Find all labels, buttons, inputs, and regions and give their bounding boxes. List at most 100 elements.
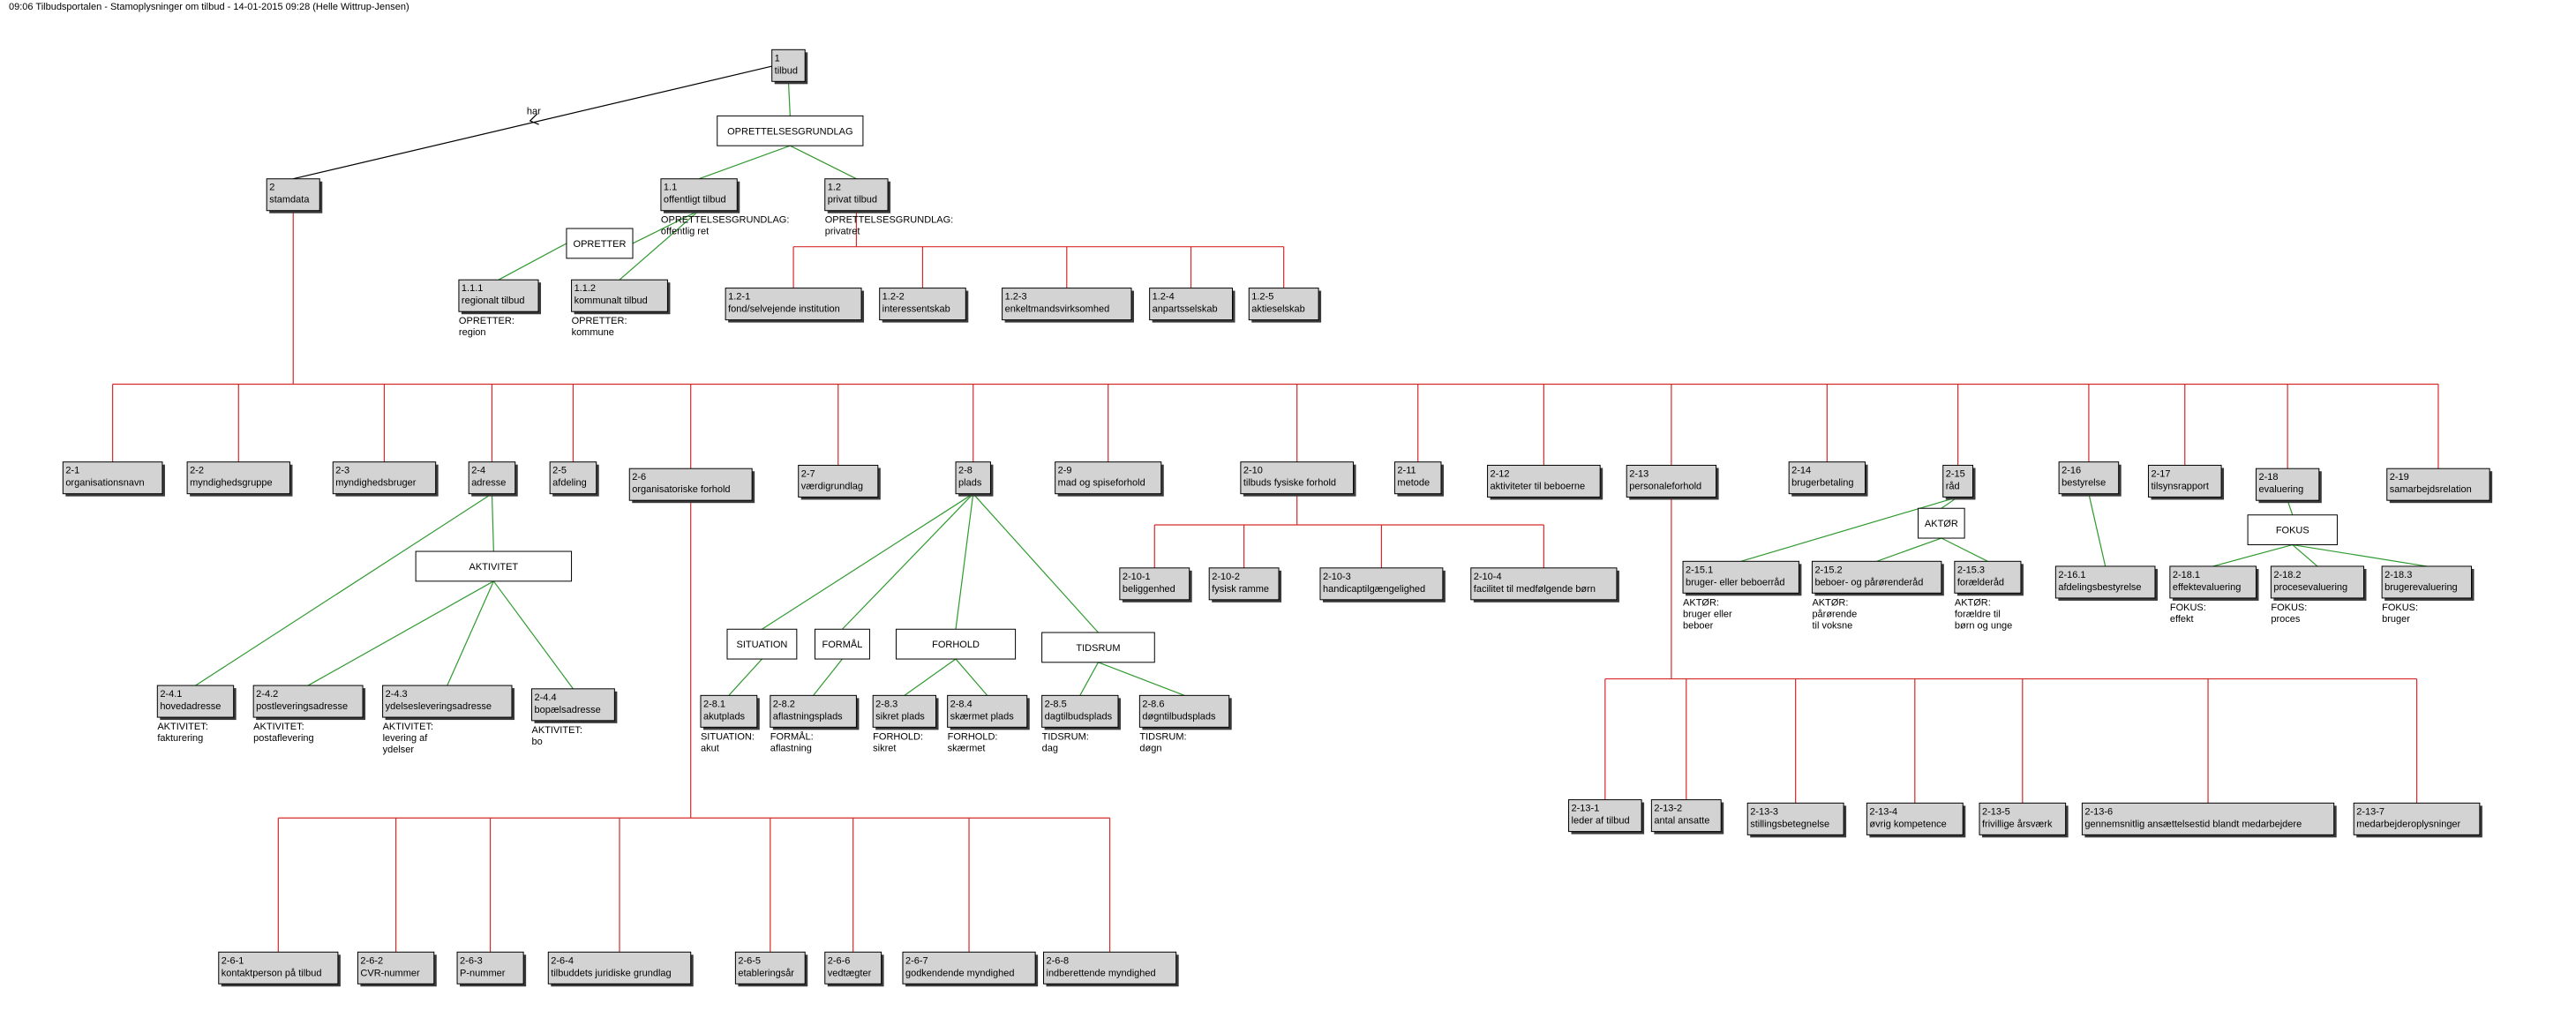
edge-tidsrum-dag xyxy=(1079,662,1099,696)
node-label: skærmet plads xyxy=(950,711,1015,722)
node-label: bruger- eller beboerråd xyxy=(1686,577,1785,588)
edge-forhold-sikret xyxy=(904,658,957,696)
node-note: FOKUS:proces xyxy=(2271,603,2307,625)
qualifier-label: AKTØR xyxy=(1925,519,1958,529)
node-box xyxy=(456,951,524,984)
qualifier-label: SITUATION xyxy=(736,640,787,650)
node-box xyxy=(2081,802,2335,835)
node-label: personaleforhold xyxy=(1629,481,1701,491)
note-line: levering af xyxy=(383,733,429,744)
node-label: myndighedsgruppe xyxy=(190,478,273,489)
node-code: 2-10-1 xyxy=(1123,572,1151,582)
note-line: effekt xyxy=(2170,614,2194,625)
node-code: 2-14 xyxy=(1791,466,1811,476)
relation-har-marker xyxy=(529,113,539,125)
note-line: postaflevering xyxy=(253,733,314,744)
node-code: 2-19 xyxy=(2390,472,2409,483)
node-box xyxy=(1979,802,2067,835)
node-box xyxy=(824,951,882,984)
concept-node-2-6-3[interactable]: 2-6-3P-nummer xyxy=(456,951,527,987)
node-box xyxy=(186,461,290,495)
node-code: 2-6-3 xyxy=(460,955,483,966)
node-label: postleveringsadresse xyxy=(256,701,348,712)
node-label: plads xyxy=(958,478,982,489)
relation-har-label: har xyxy=(527,107,541,117)
node-note: FORMÅL:aflastning xyxy=(770,730,814,753)
node-label: leder af tilbud xyxy=(1572,816,1630,827)
node-box xyxy=(1568,799,1642,833)
node-box xyxy=(770,694,857,728)
qualifier-label: TIDSRUM xyxy=(1076,643,1120,654)
node-label: fond/selvejende institution xyxy=(728,304,840,315)
node-box xyxy=(1319,567,1444,601)
node-code: 1.2-2 xyxy=(882,292,905,303)
